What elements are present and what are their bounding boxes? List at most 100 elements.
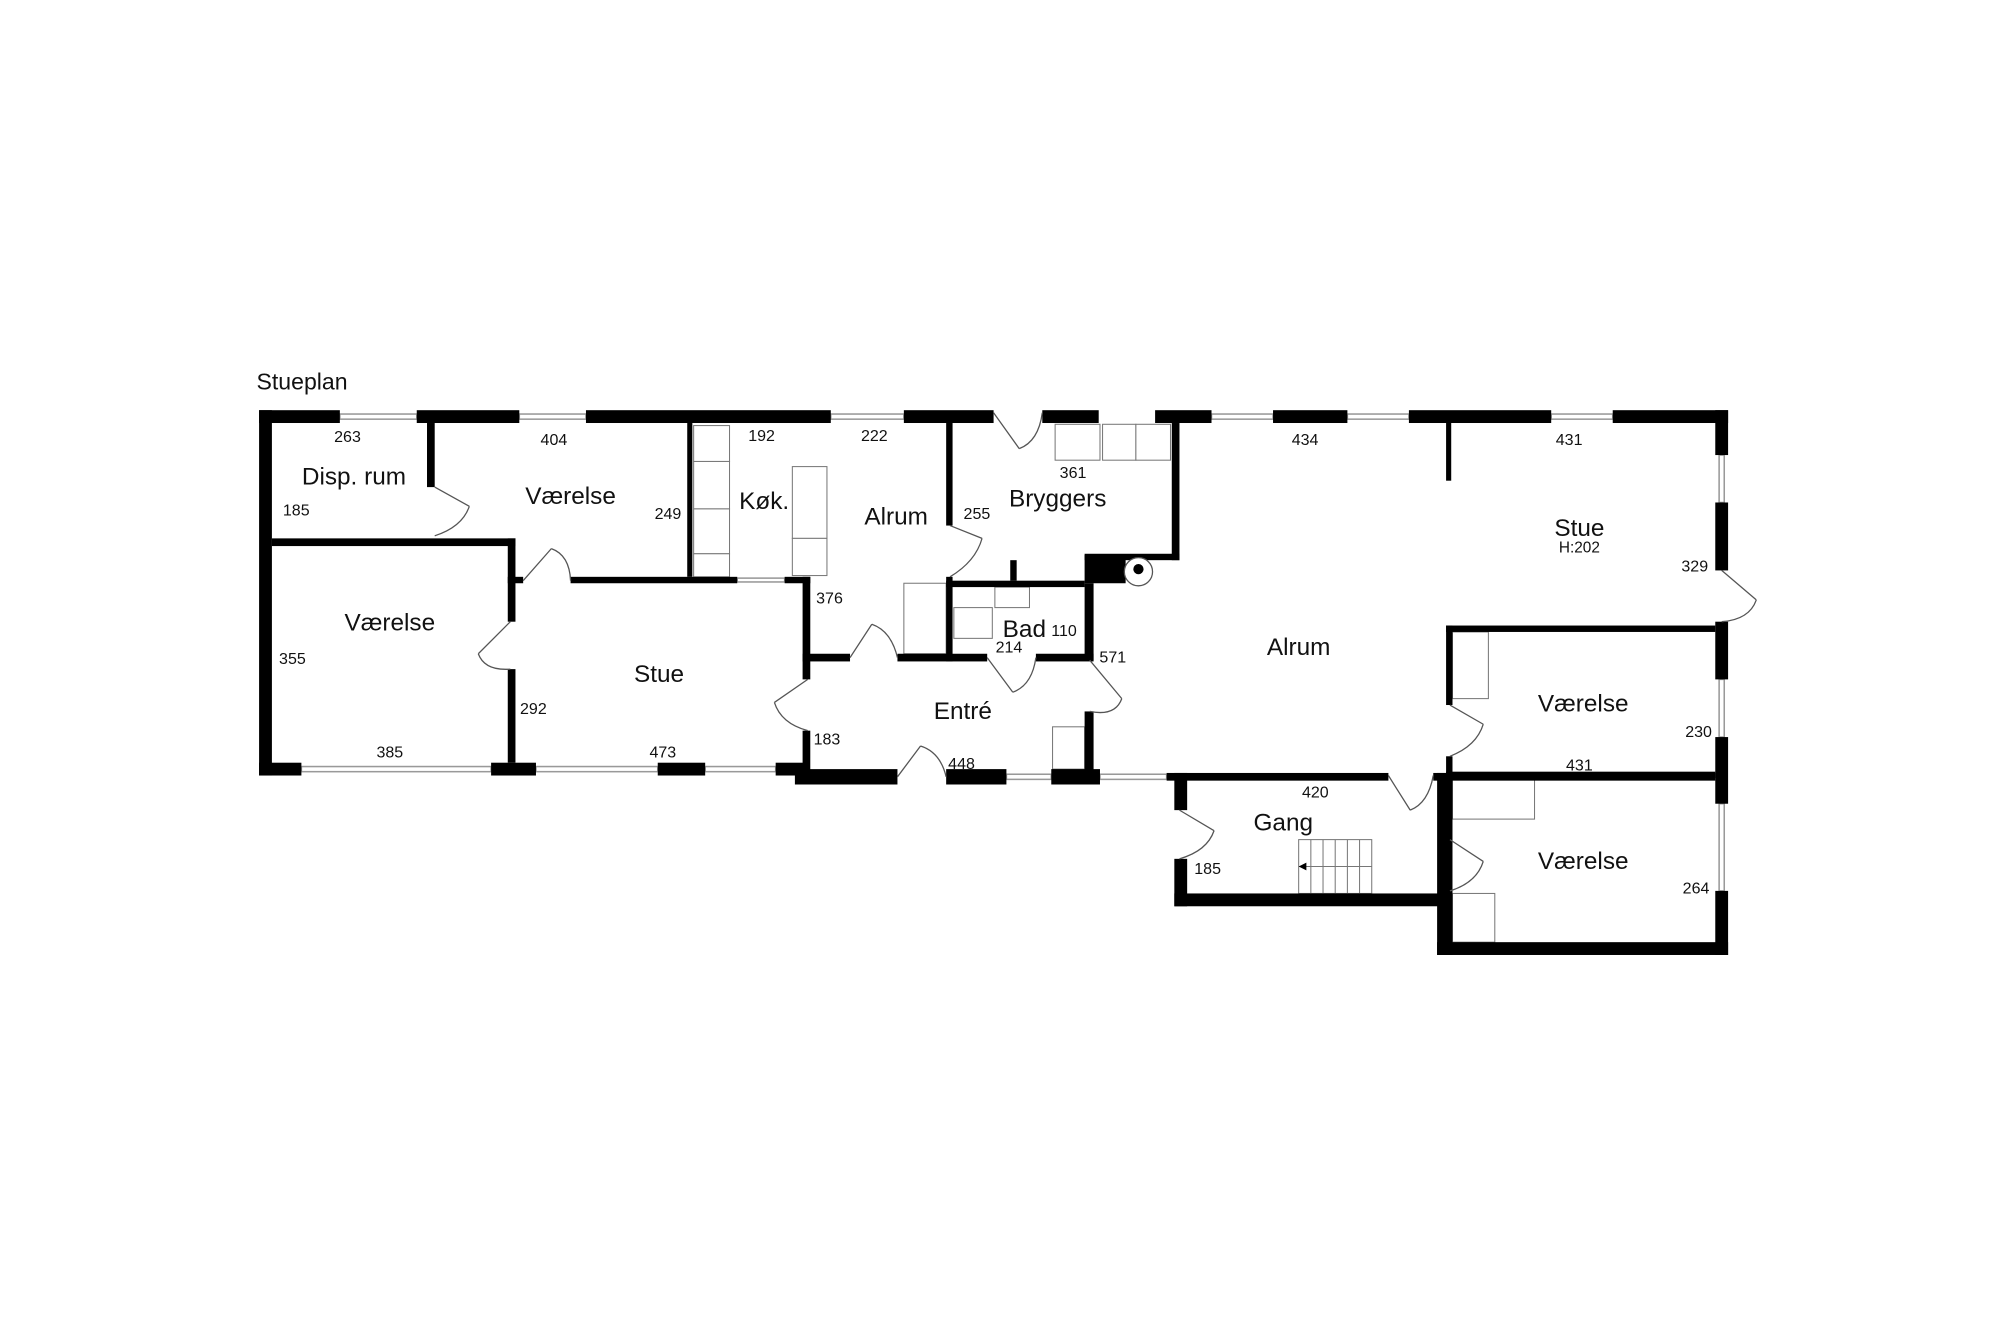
window — [704, 765, 777, 773]
wall-segment — [507, 669, 516, 763]
dimension-label: 264 — [1683, 879, 1710, 897]
window — [518, 413, 587, 420]
wall-segment — [903, 410, 994, 424]
room-label: Alrum — [1267, 634, 1331, 661]
fixture — [1451, 631, 1489, 700]
dimension-label: 263 — [334, 428, 361, 446]
stair-arrow-icon — [1298, 862, 1307, 871]
wall-segment — [416, 410, 520, 424]
wall-segment — [1446, 625, 1453, 706]
fixture — [1052, 726, 1086, 770]
wall-segment — [507, 576, 524, 584]
door-swing — [1721, 569, 1757, 623]
wall-segment — [687, 423, 693, 577]
fixtures — [693, 423, 1536, 943]
dimension-label: 329 — [1681, 558, 1708, 576]
dimension-label: 434 — [1292, 431, 1319, 449]
fixture — [1102, 423, 1137, 461]
door-swing — [949, 524, 983, 578]
fixture — [1135, 423, 1171, 461]
wall-segment — [1084, 711, 1094, 785]
wall-segment — [1437, 942, 1729, 955]
wall-segment — [1155, 410, 1212, 424]
door-swing — [1449, 839, 1484, 892]
wall-segment — [1042, 410, 1099, 424]
window — [830, 413, 905, 420]
wall-segment — [271, 538, 516, 547]
fixture — [693, 460, 731, 510]
wall-segment — [1035, 653, 1094, 662]
door-swing — [993, 412, 1043, 450]
door-swing — [1179, 809, 1215, 860]
wall-segment — [897, 653, 988, 662]
wall-segment — [1446, 625, 1716, 632]
room-label: Køk. — [739, 488, 789, 515]
wall-segment — [427, 423, 435, 488]
room-label: Bad — [1003, 616, 1046, 643]
wall-segment — [259, 410, 272, 776]
window — [339, 413, 418, 420]
dimension-label: 473 — [650, 744, 677, 762]
door-swing — [477, 621, 511, 670]
wall-segment — [657, 762, 706, 776]
wall-segment — [784, 576, 811, 584]
dimension-label: 230 — [1685, 723, 1712, 741]
dimension-label: 385 — [376, 744, 403, 762]
room-label: Værelse — [1538, 690, 1629, 717]
wall-segment — [1273, 410, 1348, 424]
room-label: Alrum — [864, 503, 928, 530]
door-swing — [986, 657, 1037, 693]
fixture — [791, 537, 828, 577]
dimension-label: 185 — [1194, 860, 1221, 878]
dimension-label: 431 — [1566, 756, 1593, 774]
wall-segment — [1446, 423, 1452, 481]
wall-segment — [1715, 890, 1729, 955]
dimension-label: 571 — [1099, 649, 1126, 667]
window — [1550, 413, 1614, 420]
dimension-label: 292 — [520, 700, 547, 718]
fixture — [994, 586, 1030, 609]
wall-segment — [946, 580, 1085, 588]
dimension-label: 404 — [541, 431, 568, 449]
wall-segment — [1084, 553, 1180, 561]
doors — [434, 412, 1757, 892]
wall-segment — [1174, 893, 1450, 907]
wall-segment — [1084, 583, 1094, 661]
dimension-label: 249 — [655, 505, 682, 523]
wall-segment — [802, 576, 811, 680]
chimney — [1123, 556, 1154, 587]
room-label: Bryggers — [1009, 485, 1106, 512]
dimension-label: 355 — [279, 650, 306, 668]
dimension-label: 431 — [1556, 431, 1583, 449]
fixture — [953, 607, 993, 639]
wall-segment — [1010, 560, 1017, 581]
plan-title: Stueplan — [257, 369, 348, 395]
wall-segment — [1612, 410, 1729, 424]
wall-segment — [1408, 410, 1552, 424]
wall-segment — [585, 410, 831, 424]
wall-segment — [802, 730, 811, 785]
fixture — [1054, 423, 1101, 461]
wall-segment — [1171, 423, 1180, 561]
door-swing — [434, 486, 470, 537]
door-swing — [896, 745, 947, 778]
door-swing — [522, 548, 572, 582]
dimension-label: 222 — [861, 427, 888, 445]
fixture — [1451, 892, 1496, 943]
dimension-label: 183 — [814, 731, 841, 749]
room-label: Gang — [1254, 810, 1314, 837]
window — [535, 765, 659, 773]
wall-segment — [1446, 771, 1716, 779]
wall-segment — [1715, 737, 1729, 804]
wall-segment — [794, 769, 898, 785]
door-swing — [773, 678, 809, 732]
wall-segment — [570, 576, 738, 584]
dimension-label: 214 — [996, 638, 1023, 656]
dimension-label: 448 — [948, 755, 975, 773]
room-label: Disp. rum — [302, 464, 406, 491]
wall-segment — [1051, 769, 1100, 785]
dimension-label: 192 — [748, 427, 775, 445]
wall-segment — [946, 769, 1007, 785]
wall-segment — [1715, 621, 1729, 680]
